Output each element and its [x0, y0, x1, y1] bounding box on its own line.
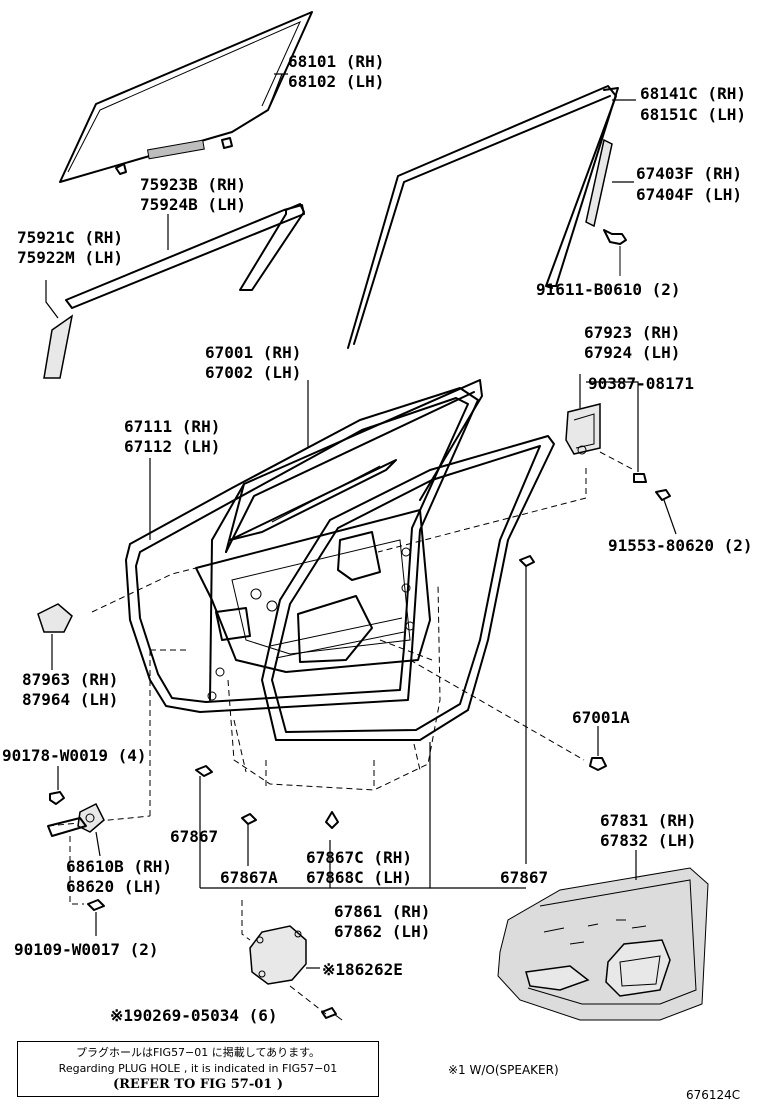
note-reference: (REFER TO FIG 57-01 ): [112, 1077, 284, 1092]
clip-90387-icon: [633, 473, 647, 483]
label-67923: 67923 (RH): [584, 323, 680, 342]
label-67862: 67862 (LH): [334, 922, 430, 941]
label-67832: 67832 (LH): [600, 831, 696, 850]
label-90109: 90109-W0017 (2): [14, 940, 159, 959]
footnote-speaker: ※1 W/O(SPEAKER): [448, 1063, 559, 1077]
pillar-garnish: [43, 314, 74, 379]
screw-90269-icon: [321, 1007, 343, 1021]
leader-screw-91553: [663, 499, 677, 535]
label-90178: 90178-W0019 (4): [2, 746, 147, 765]
label-67861: 67861 (RH): [334, 902, 430, 921]
plug-67001a-icon: [589, 757, 607, 771]
label-67001: 67001 (RH): [205, 343, 301, 362]
figure-code: 676124C: [686, 1088, 740, 1102]
label-91611: 91611-B0610 (2): [536, 280, 681, 299]
label-67831: 67831 (RH): [600, 811, 696, 830]
cover-87963: [37, 603, 73, 633]
nut-90178-icon: [49, 791, 65, 805]
clip-67867-left-icon: [195, 765, 213, 777]
label-68141c: 68141C (RH): [640, 84, 746, 103]
label-68151c: 68151C (LH): [640, 105, 746, 124]
speaker-cover: [249, 925, 307, 985]
screw-91611-icon: [603, 229, 627, 276]
mirror-cover: [565, 403, 601, 455]
door-check-68610: [47, 802, 105, 837]
note-japanese: プラグホールはFIG57−01 に掲載してあります。: [75, 1046, 321, 1059]
screw-91553-icon: [655, 489, 671, 501]
clip-67867a-icon: [241, 813, 257, 825]
label-90387: 90387-08171: [588, 374, 694, 393]
label-67001a: 67001A: [572, 708, 630, 727]
label-67403f: 67403F (RH): [636, 164, 742, 183]
label-67002: 67002 (LH): [205, 363, 301, 382]
label-68102: 68102 (LH): [288, 72, 384, 91]
belt-rear: [585, 138, 613, 228]
label-91553: 91553-80620 (2): [608, 536, 753, 555]
door-weatherstrip: [125, 387, 479, 713]
label-67868c: 67868C (LH): [306, 868, 412, 887]
label-87964: 87964 (LH): [22, 690, 118, 709]
label-67924: 67924 (LH): [584, 343, 680, 362]
belt-weatherstrip: [65, 203, 305, 309]
leader-glass: [267, 73, 288, 111]
leader-clip-90387: [586, 381, 639, 472]
label-75923b: 75923B (RH): [140, 175, 246, 194]
label-67112: 67112 (LH): [124, 437, 220, 456]
label-67867-left: 67867: [170, 827, 218, 846]
label-86262e: ※186262E: [322, 960, 403, 979]
service-hole-cover-outline: [47, 468, 587, 827]
leader-pillar: [45, 280, 59, 319]
label-90269: ※190269-05034 (6): [110, 1006, 278, 1025]
label-68101: 68101 (RH): [288, 52, 384, 71]
trim-panel: [497, 867, 709, 1021]
label-87963: 87963 (RH): [22, 670, 118, 689]
plug-hole-note: プラグホールはFIG57−01 に掲載してあります。 Regarding PLU…: [17, 1041, 379, 1097]
bolt-90109-icon: [87, 899, 105, 911]
label-67867a: 67867A: [220, 868, 278, 887]
door-panel: [195, 379, 483, 701]
label-75922m: 75922M (LH): [17, 248, 123, 267]
leader-check: [95, 831, 101, 857]
clip-67867c-icon: [325, 811, 339, 829]
label-67867-right: 67867: [500, 868, 548, 887]
label-67867c: 67867C (RH): [306, 848, 412, 867]
label-75924b: 75924B (LH): [140, 195, 246, 214]
note-english: Regarding PLUG HOLE , it is indicated in…: [58, 1062, 338, 1075]
door-glass: [59, 11, 313, 183]
clip-67867-right-icon: [519, 555, 535, 567]
label-67404f: 67404F (LH): [636, 185, 742, 204]
run-channel: [347, 85, 619, 349]
label-68620: 68620 (LH): [66, 877, 162, 896]
label-67111: 67111 (RH): [124, 417, 220, 436]
inner-door-seal: [261, 435, 555, 741]
label-68610b: 68610B (RH): [66, 857, 172, 876]
label-75921c: 75921C (RH): [17, 228, 123, 247]
